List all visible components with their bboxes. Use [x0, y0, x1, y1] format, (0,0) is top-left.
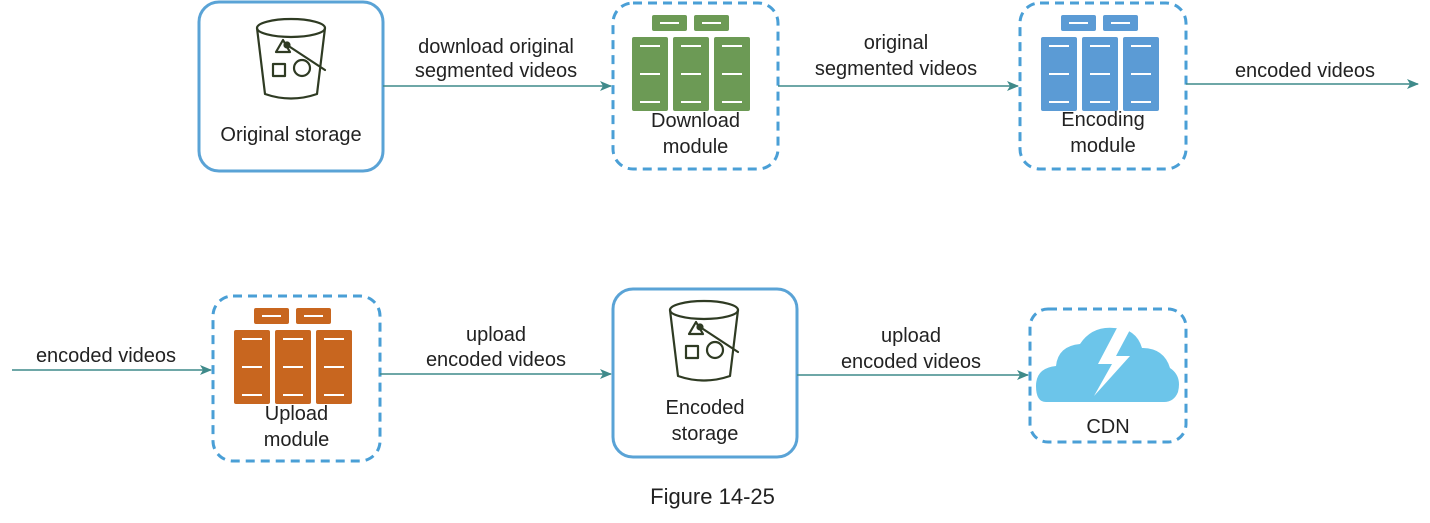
- server-rack-icon: [1041, 15, 1159, 111]
- encoded-storage-label-line1: Encoded: [665, 397, 745, 419]
- edge-label-encoded-out: encoded videos: [1234, 60, 1376, 82]
- figure-caption: Figure 14-25: [650, 484, 775, 509]
- edge-label-upload2-line1: upload: [880, 325, 942, 347]
- encoding-module-label-line1: Encoding: [1061, 109, 1145, 131]
- server-rack-icon: [632, 15, 750, 111]
- edge-label-upload1-line1: upload: [465, 324, 527, 346]
- edge-label-upload1-line2: encoded videos: [425, 349, 567, 371]
- edge-label-original-line2: segmented videos: [814, 58, 978, 80]
- edge-label-encoded-in: encoded videos: [35, 345, 177, 367]
- encoded-storage-box: [611, 287, 799, 459]
- download-module-label-line2: module: [662, 136, 729, 158]
- encoding-module-label-line2: module: [1070, 135, 1136, 157]
- upload-module-label-line1: Upload: [264, 403, 329, 425]
- edge-label-download-line1: download original: [418, 36, 574, 58]
- cdn-label: CDN: [1086, 416, 1130, 438]
- cloud-lightning-icon: [1036, 326, 1179, 402]
- bucket-icon: [255, 17, 327, 100]
- original-storage-label: Original storage: [220, 124, 362, 146]
- edge-label-original-line1: original: [863, 32, 929, 54]
- edge-label-download-line2: segmented videos: [414, 60, 578, 82]
- download-module-label-line1: Download: [651, 110, 740, 132]
- upload-module-label-line2: module: [263, 429, 330, 451]
- edge-label-upload2-line2: encoded videos: [840, 351, 982, 373]
- encoded-storage-label-line2: storage: [671, 423, 739, 445]
- bucket-icon: [668, 299, 740, 382]
- server-rack-icon: [234, 308, 352, 404]
